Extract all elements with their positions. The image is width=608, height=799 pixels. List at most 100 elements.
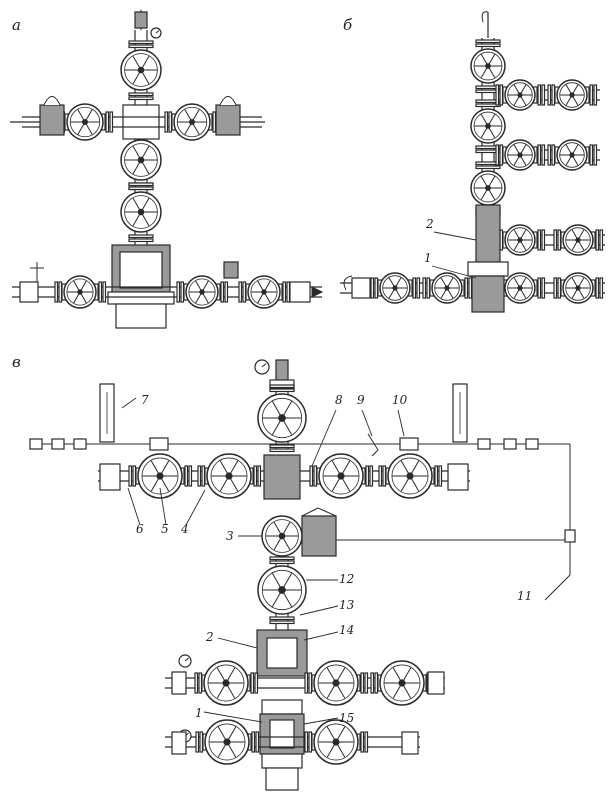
flange-plate [102,281,107,303]
callout-c-2: 2 [205,630,214,644]
control-line-fitting [73,438,87,450]
flange-plate [201,465,206,487]
lower-left-fitting [19,281,39,303]
handwheel-hub [137,208,145,216]
flange-plate [184,465,189,487]
flange-plate [308,672,313,694]
handwheel-hub [278,414,286,422]
handwheel-valve [470,108,506,144]
flange-plate [128,40,154,45]
flange-plate [198,672,203,694]
flange-plate [475,43,501,48]
flange-pair [54,281,63,303]
control-line-fitting [525,438,539,450]
flange-plate [199,731,204,753]
side-fitting-left-lower [171,731,187,755]
handwheel-valve [203,660,249,706]
lower-right-regulator [223,261,239,279]
flange-pair [475,39,501,48]
handwheel-hub [575,285,581,291]
flange-plate [557,277,562,299]
callout-c-7: 7 [141,393,149,407]
flange-pair [434,465,443,487]
flange-pair [553,277,562,299]
gauge-needle [261,363,267,368]
flange-pair [547,144,556,166]
gauge-needle [155,30,160,34]
panel-label-a: а [12,16,21,34]
handwheel-valve [257,393,307,443]
left-hook [343,275,353,291]
flange-plate [370,277,375,299]
cross-block [122,104,160,140]
casing-bottom-body [265,767,299,791]
handwheel-inner-rim [261,397,303,439]
side-actuator-right [215,104,241,136]
handwheel-hub [337,472,345,480]
lower-right-fitting [289,281,311,303]
flange-pair [250,672,259,694]
handwheel-hub [569,92,575,98]
flange-plate [128,96,154,101]
flange-plate [378,465,383,487]
handwheel-valve [66,103,104,141]
flange-plate [595,229,600,251]
side-fitting-right-lower [401,731,419,755]
flange-plate [412,277,417,299]
handwheel-inner-rim [176,106,208,138]
handwheel-valve [257,565,307,615]
flange-plate [547,144,552,166]
flange-pair [304,672,313,694]
gauge-needle [184,657,189,662]
handwheel-inner-rim [207,664,245,702]
flange-plate [495,144,500,166]
control-line-fitting [29,438,43,450]
flange-pair [304,731,313,753]
flange-plate [537,277,542,299]
casing-head [115,303,167,329]
handwheel-inner-rim [317,723,355,761]
flange-pair [98,281,107,303]
flange-pair [589,144,598,166]
flange-plate [537,144,542,166]
handwheel-valve [379,272,411,304]
tubing-head-body [475,204,501,266]
handwheel-hub [485,185,491,191]
handwheel-hub [81,118,89,126]
handwheel-hub [278,586,286,594]
control-line-fitting [51,438,65,450]
flange-pair [269,616,295,625]
flange-plate [58,281,63,303]
actuator-dome-right [219,96,237,106]
pressure-gauge [254,359,270,375]
handwheel-inner-rim [124,53,158,87]
flange-plate [176,281,181,303]
handwheel-hub [188,118,196,126]
flange-plate [224,281,229,303]
flange-pair [184,465,193,487]
flange-plate [105,111,110,133]
leader-1 [203,711,263,723]
flange-plate [364,672,369,694]
casing-hanger [269,719,295,749]
flange-plate [164,111,169,133]
flange-plate [212,111,217,133]
handwheel-hub [517,285,523,291]
flange-pair [269,444,295,453]
flange-plate [253,465,258,487]
handwheel-inner-rim [69,106,101,138]
handwheel-inner-rim [391,457,429,495]
flange-pair [553,229,562,251]
flange-plate [360,672,365,694]
flange-plate [475,39,501,44]
flange-plate [286,281,291,303]
flange-plate [595,277,600,299]
pressure-gauge [178,654,192,668]
handwheel-valve [470,170,506,206]
flange-pair [464,277,473,299]
handwheel-valve [470,48,506,84]
leader-10 [397,409,405,437]
handwheel-inner-rim [473,51,503,81]
handwheel-inner-rim [507,82,533,108]
handwheel-valve [318,453,364,499]
